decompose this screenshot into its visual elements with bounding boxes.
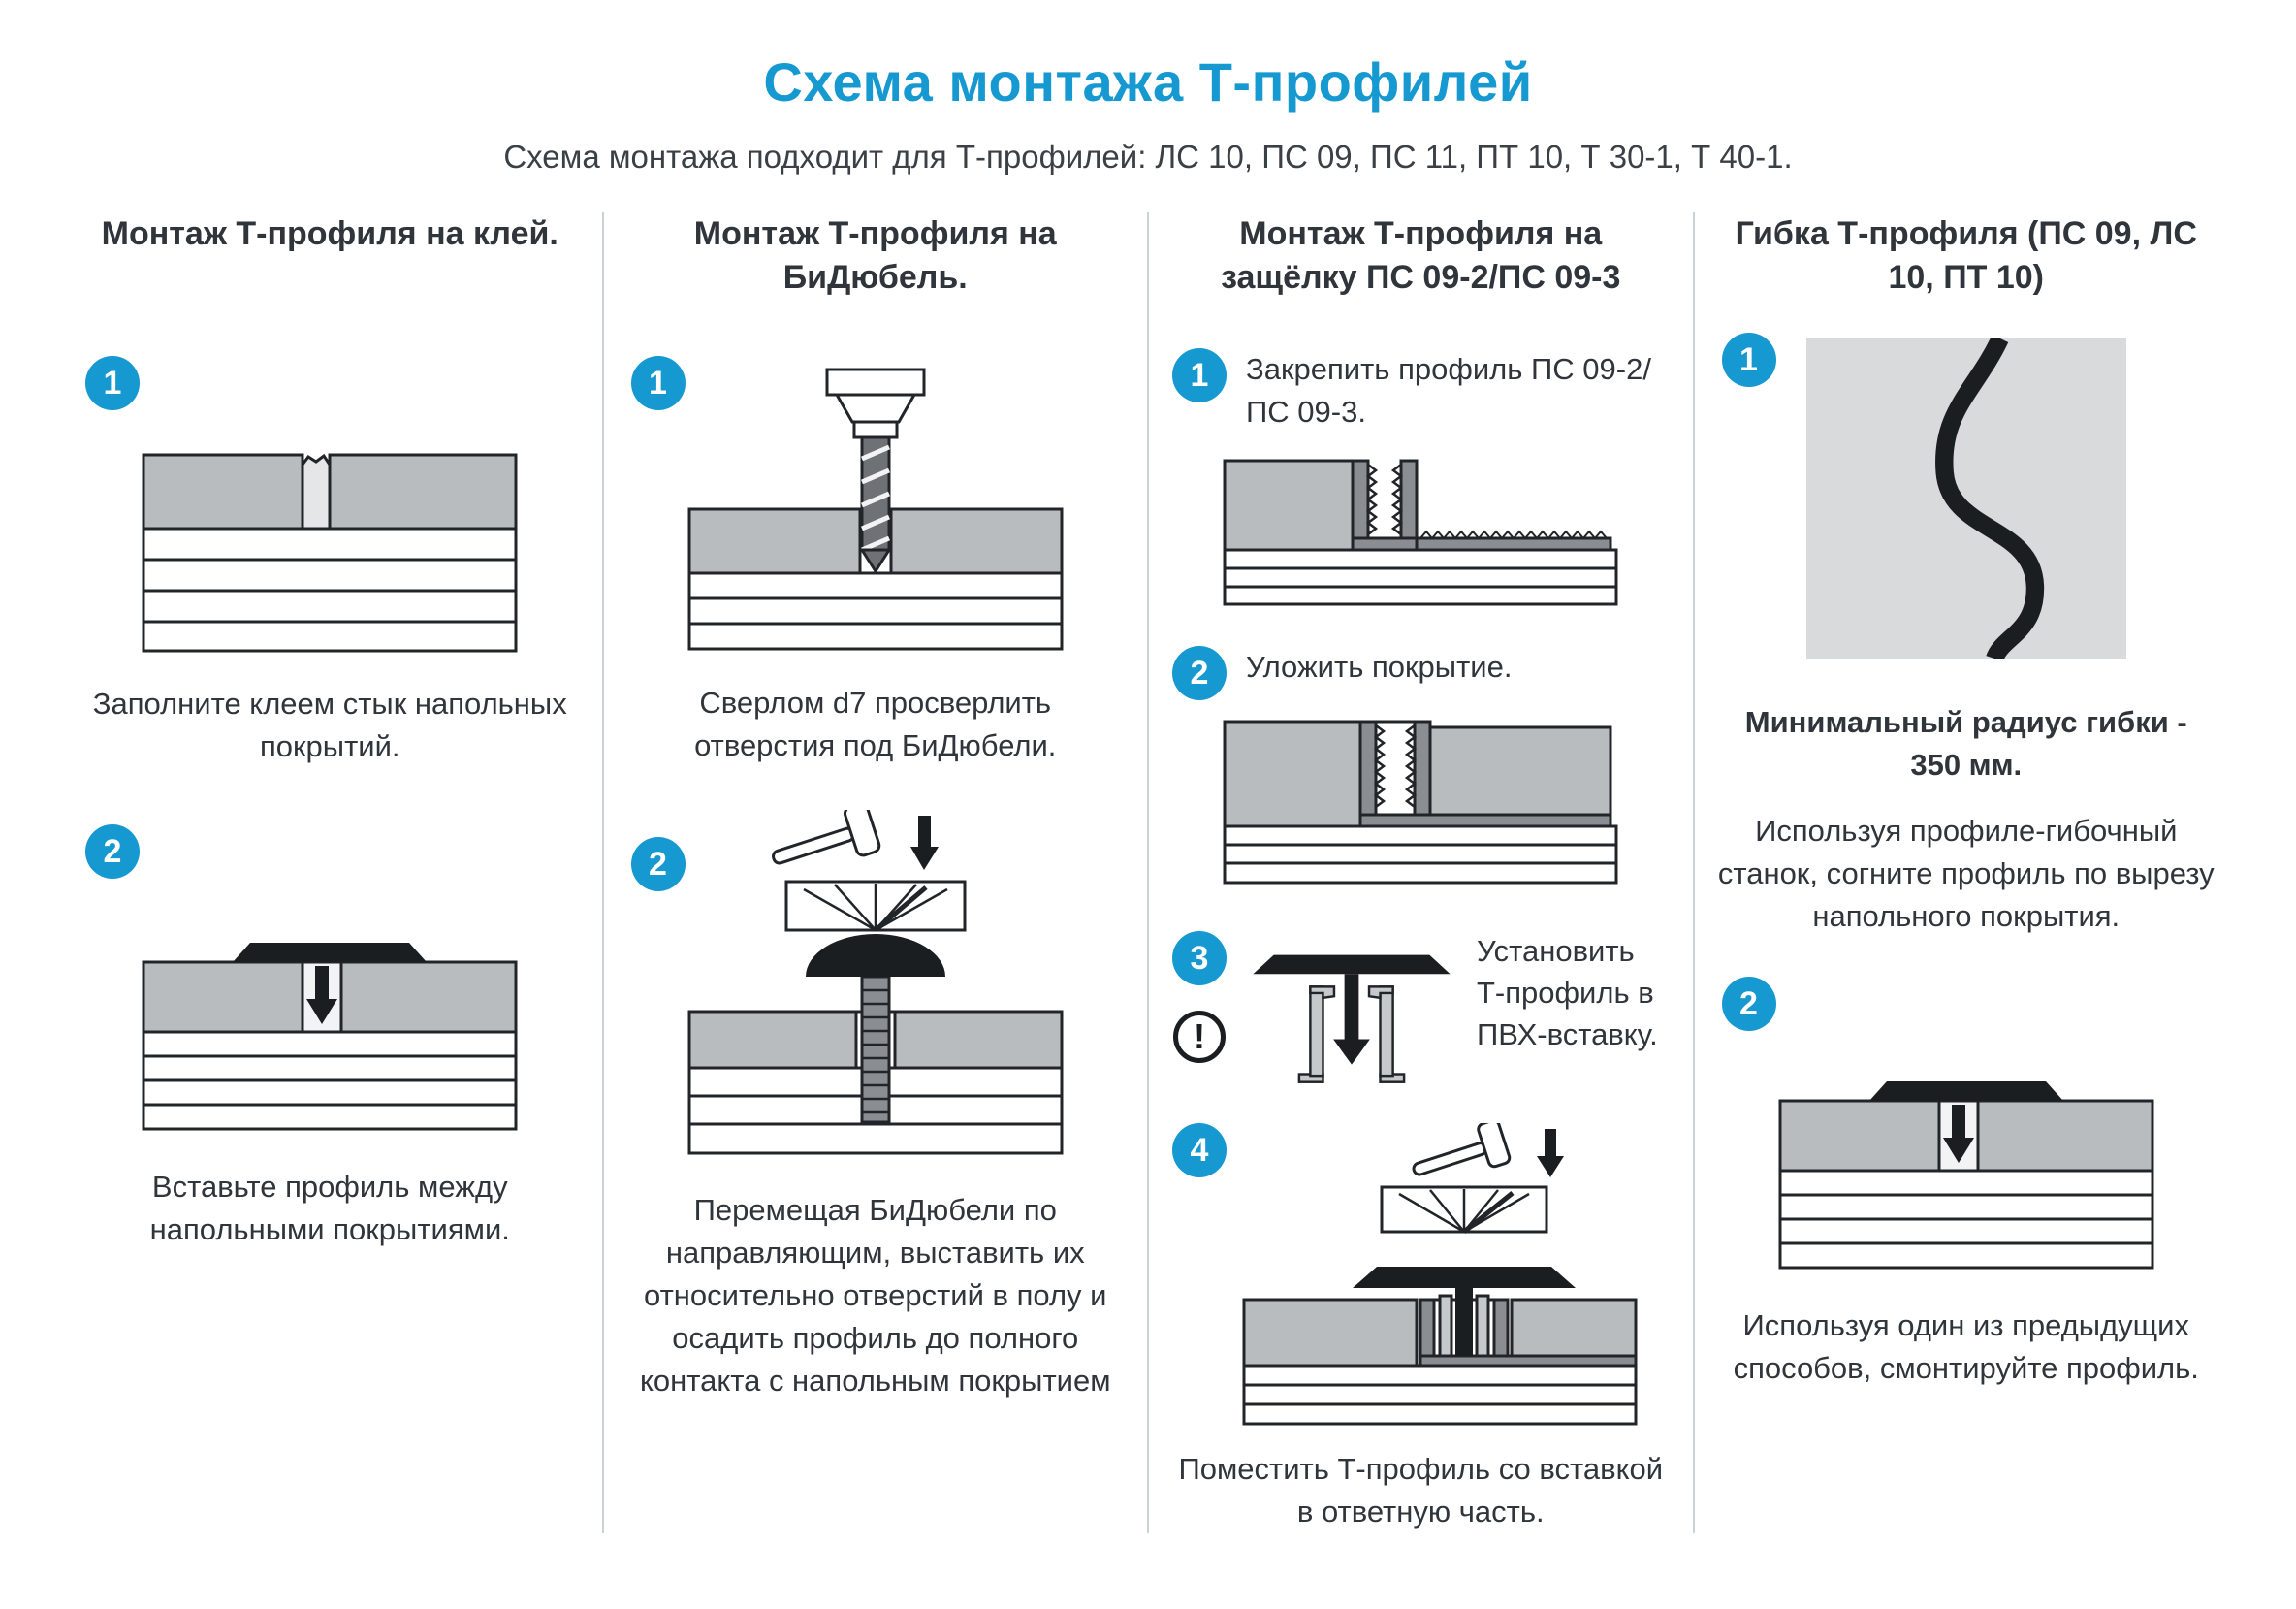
step-caption: Заполните клеем стык напольных покрытий. [92,687,567,764]
column-bending: Гибка Т-профиля (ПС 09, ЛС 10, ПТ 10) 1 … [1695,212,2239,1533]
down-arrow-icon [1344,974,1359,1043]
glue-step-2: 2 Вставьте профиль между напольными покр… [81,824,579,1251]
bidubel-step-1: 1 Сверлом d7 просверлить отверстия под Б… [627,356,1125,767]
t-profile-cap [1353,1267,1576,1289]
clip-step-2-row: 2 Уложить покрытие. [1172,646,1670,701]
step-caption: Используя профиле-гибочный станок, согни… [1717,814,2215,934]
column-glue-heading: Монтаж Т-профиля на клей. [101,215,558,252]
warning-icon: ! [1173,1011,1226,1064]
down-arrow-icon [1545,1129,1556,1159]
step-number-badge: 3 [1172,931,1227,986]
profile-cap [805,934,945,978]
clip-step-3-row: 3 ! Установить Т-профиль в ПВХ-вставку. [1172,931,1670,1094]
drill-chuck [825,368,926,397]
step-caption: Сверлом d7 просверлить отверстия под БиД… [694,686,1057,763]
bidubel-hammer-diagram [687,810,1064,1155]
step-number-badge: 1 [630,356,686,410]
glue-joint-diagram [142,453,518,653]
bend-step-1: 1 Минимальный радиус гибки - 350 мм. Исп… [1718,333,2216,938]
step-number-badge: 2 [1721,977,1776,1032]
step-number-badge: 1 [1172,348,1227,402]
profile-insert-diagram [1778,1081,2154,1270]
profile-insert-diagram [142,943,518,1131]
hammer-icon [771,810,881,865]
step-caption: Установить Т-профиль в ПВХ-вставку. [1477,934,1658,1051]
down-arrow-icon [917,816,931,850]
page-title: Схема монтажа Т-профилей [763,51,1533,113]
clip-profile-diagram [1223,459,1618,606]
step-number-badge: 2 [85,824,140,880]
column-clip: Монтаж Т-профиля на защёлку ПС 09-2/ПС 0… [1149,212,1695,1534]
step-caption: Поместить Т-профиль со вставкой в ответн… [1178,1452,1664,1529]
step-caption: Закрепить профиль ПС 09-2/ПС 09-3. [1246,352,1651,430]
columns-area: Монтаж Т-профиля на клей. 1 Заполните кл… [58,212,2239,1534]
step-number-badge: 1 [1721,333,1776,387]
step-caption: Уложить покрытие. [1246,650,1513,685]
column-bidubel: Монтаж Т-профиля на БиДюбель. 1 Сверл [604,212,1149,1534]
step-caption: Используя один из предыдущих способов, с… [1733,1308,2199,1386]
hammer-insert-diagram [1242,1123,1638,1426]
column-clip-heading: Монтаж Т-профиля на защёлку ПС 09-2/ПС 0… [1221,215,1621,296]
column-bidubel-heading: Монтаж Т-профиля на БиДюбель. [693,215,1057,296]
t-profile-cap [1253,954,1451,975]
covering-laid-diagram [1223,720,1618,885]
hammer-icon [1412,1123,1512,1176]
bidubel-step-2: 2 [627,810,1125,1402]
step-number-badge: 2 [630,837,686,892]
column-bending-heading: Гибка Т-профиля (ПС 09, ЛС 10, ПТ 10) [1735,215,2197,296]
pvc-insert-diagram [1253,954,1451,1083]
clip-step-4-row: 4 [1172,1123,1670,1429]
bent-profile-diagram [1805,338,2126,659]
step-number-badge: 2 [1172,646,1227,701]
step-caption: Перемещая БиДюбели по направляющим, выст… [639,1193,1111,1399]
step3-badges: 3 ! [1172,931,1227,1064]
header: Схема монтажа Т-профилей Схема монтажа п… [0,0,2296,176]
glue-step-1: 1 Заполните клеем стык напольных покрыти… [81,356,579,768]
min-radius-note: Минимальный радиус гибки - 350 мм. [1744,705,2187,783]
clip-step-1-row: 1 Закрепить профиль ПС 09-2/ПС 09-3. [1172,348,1670,434]
bend-step-2: 2 Используя один из предыдущих способов,… [1718,977,2216,1390]
step-number-badge: 4 [1172,1123,1227,1178]
page-subtitle: Схема монтажа подходит для Т-профилей: Л… [503,139,1793,175]
column-glue: Монтаж Т-профиля на клей. 1 Заполните кл… [58,212,604,1534]
step-caption: Вставьте профиль между напольными покрыт… [149,1170,510,1247]
step-number-badge: 1 [85,356,140,410]
bidubel-rod [860,975,891,1124]
drill-diagram [687,368,1064,651]
